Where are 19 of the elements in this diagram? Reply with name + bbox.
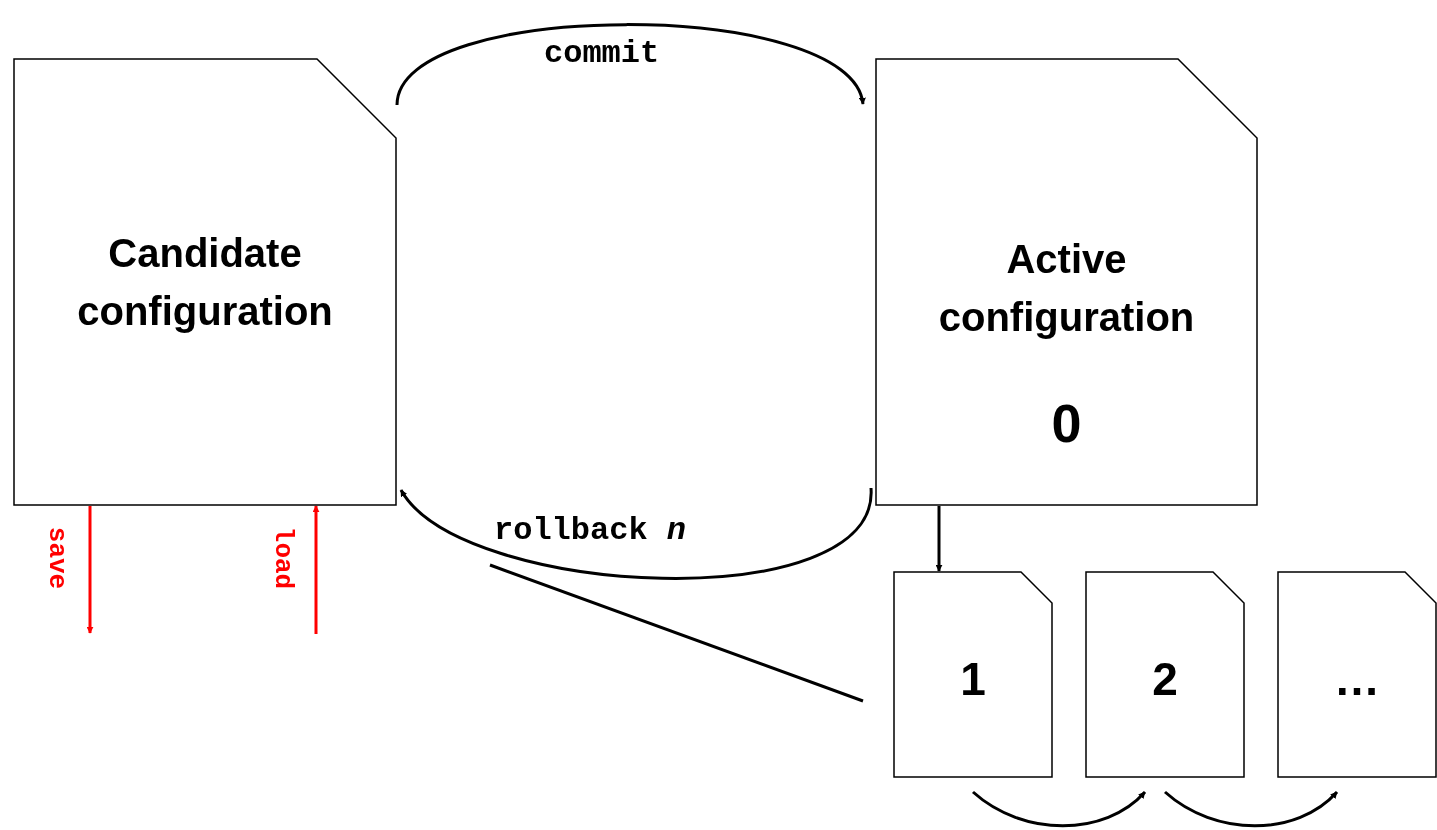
node-title: Candidate configuration (76, 230, 334, 335)
arrow (395, 23, 865, 106)
arrow (935, 506, 943, 572)
node-title: … (1334, 652, 1380, 708)
node-title: 1 (960, 652, 986, 708)
arrow (399, 487, 873, 580)
arrow (312, 505, 320, 634)
document-shape (875, 58, 1258, 506)
document-shape (1085, 571, 1245, 778)
document-shape (13, 58, 397, 506)
arrow (1164, 790, 1339, 828)
node-title: Active configuration (937, 236, 1196, 341)
document-shape (893, 571, 1053, 778)
arrow (972, 790, 1147, 828)
connector-line (489, 563, 864, 703)
node-title: 2 (1152, 652, 1178, 708)
version-number: 0 (1051, 392, 1082, 455)
document-shape (1277, 571, 1437, 778)
arrow (86, 506, 94, 634)
